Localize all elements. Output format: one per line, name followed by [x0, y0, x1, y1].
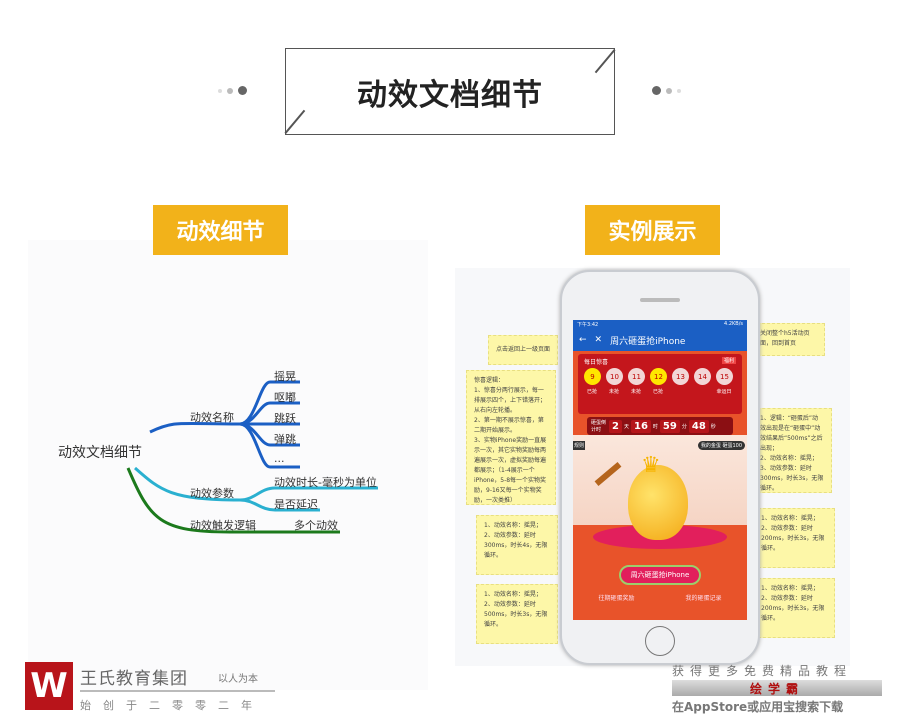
note-back: 点击返回上一级页面 [488, 335, 558, 365]
date-ball-status: 幸运日 [716, 389, 732, 395]
mindmap-leaf: 跳跃 [274, 412, 296, 425]
decor-dot [666, 88, 672, 94]
section-label-details: 动效细节 [153, 205, 288, 255]
brand-divider [80, 690, 275, 692]
mindmap-root: 动效文档细节 [58, 445, 142, 461]
date-ball: 12 [650, 368, 667, 385]
promo-line1: 获得更多免费精品教程 [672, 664, 853, 678]
date-ball: 13 [672, 368, 689, 385]
mindmap-leaf: 摇晃 [274, 370, 296, 383]
close-icon[interactable]: ✕ [594, 335, 603, 345]
note-close: 关闭整个h5活动页面，回到首页 [752, 323, 825, 356]
mindmap-leaf: 是否延迟 [274, 498, 318, 511]
date-ball: 9 [584, 368, 601, 385]
mindmap-leaf: ... [274, 452, 285, 465]
note-right1: 1、逻辑：“砸蛋后”动效出现是在“砸蛋中”动效结果后“500ms”之后出现； 2… [752, 408, 832, 493]
mindmap-leaf: 多个动效 [294, 519, 338, 532]
mindmap-leaf: 弹跳 [274, 433, 296, 446]
golden-egg-count: 我的金蛋 砸蛋100 [697, 441, 745, 450]
back-icon[interactable]: ← [579, 335, 587, 345]
mindmap-branch: 动效触发逻辑 [190, 519, 256, 532]
note-right3: 1、动效名称：摇晃； 2、动效参数：延时200ms，时长3s，无限循环。 [753, 578, 835, 638]
crown-icon: ♛ [641, 453, 661, 478]
golden-egg [628, 465, 688, 540]
nav-title: 周六砸蛋抢iPhone [610, 336, 686, 347]
mindmap-branch: 动效参数 [190, 487, 234, 500]
date-ball: 15 [716, 368, 733, 385]
phone-home-button [645, 626, 675, 656]
promo-line3: 在AppStore或应用宝搜索下载 [672, 700, 844, 714]
note-logic: 惊喜逻辑： 1、惊喜分两行展示，每一排展示四个，上下错落开；从右向左轮播。 2、… [466, 370, 556, 505]
decor-dot [218, 89, 222, 93]
brand-slogan: 以人为本 [218, 674, 258, 685]
mindmap-leaf: 动效时长-毫秒为单位 [274, 476, 377, 489]
decor-dot [238, 86, 247, 95]
date-ball: 10 [606, 368, 623, 385]
brand-logo: W [25, 662, 73, 710]
phone-speaker [640, 298, 680, 302]
date-ball: 14 [694, 368, 711, 385]
promo-app-name: 绘学霸 [672, 680, 882, 696]
mindmap-leaf: 呕嘟 [274, 391, 296, 404]
date-ball-status: 未抢 [608, 389, 619, 395]
mindmap-lines [126, 380, 378, 534]
past-rewards-link[interactable]: 往期砸蛋奖励 [598, 595, 635, 602]
rules-tab[interactable]: 规则 [573, 441, 586, 450]
decor-dot [652, 86, 661, 95]
date-ball-status: 已抢 [586, 389, 597, 395]
cta-button[interactable]: 周六砸蛋抢iPhone [619, 565, 701, 585]
mindmap-panel [28, 240, 428, 690]
mindmap-branch: 动效名称 [190, 411, 234, 424]
egg-stage: 规则 我的金蛋 砸蛋100 ♛ [573, 435, 747, 585]
page-title: 动效文档细节 [285, 48, 615, 135]
nav-bar: ← ✕ 周六砸蛋抢iPhone [573, 329, 747, 351]
date-ball: 11 [628, 368, 645, 385]
note-left2: 1、动效名称：摇晃； 2、动效参数：延时300ms，时长4s，无限循环。 [476, 515, 558, 575]
hammer-icon [594, 462, 622, 486]
note-right2: 1、动效名称：摇晃； 2、动效参数：延时200ms，时长3s，无限循环。 [753, 508, 835, 568]
decor-dot [227, 88, 233, 94]
date-ball-status: 已抢 [652, 389, 663, 395]
my-records-link[interactable]: 我的砸蛋记录 [685, 595, 722, 602]
brand-sub: 始创于二零零二年 [80, 699, 264, 712]
decor-dot [677, 89, 681, 93]
section-label-example: 实例展示 [585, 205, 720, 255]
date-ball-status: 未抢 [630, 389, 641, 395]
brand-name: 王氏教育集团 [80, 669, 188, 689]
note-left3: 1、动效名称：摇晃； 2、动效参数：延时500ms，时长3s，无限循环。 [476, 584, 558, 644]
